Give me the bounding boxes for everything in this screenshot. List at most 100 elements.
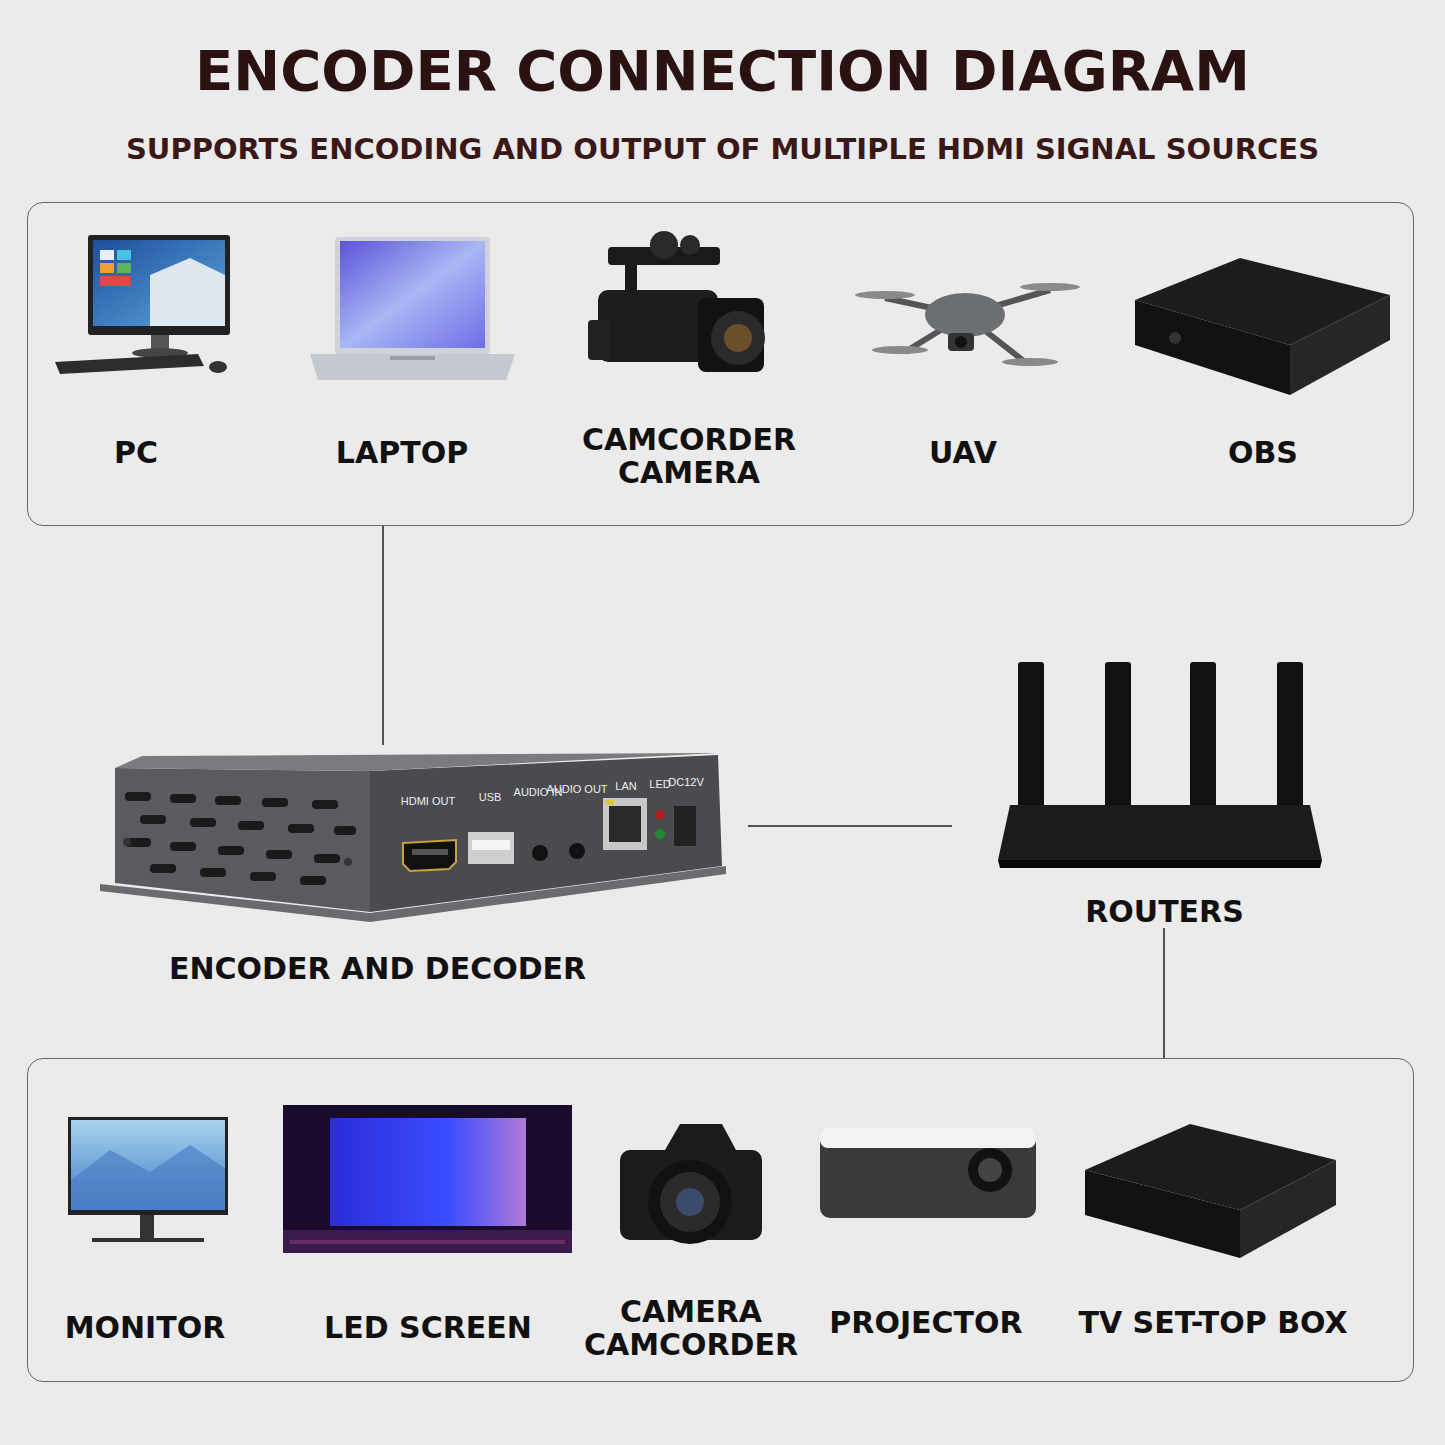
obs-box-illustration-part <box>1135 300 1290 395</box>
device-node: ROUTERS <box>952 650 1377 928</box>
encoder-illustration-part <box>603 798 647 850</box>
camera-illustration-part <box>660 1172 720 1232</box>
encoder-illustration-part-part <box>170 794 196 803</box>
device-node: TV SET-TOP BOX <box>1048 1101 1378 1339</box>
port-label: LED <box>649 778 670 790</box>
laptop-illustration-part <box>335 237 490 354</box>
router-illustration-part <box>998 805 1322 860</box>
port-label: DC12V <box>668 776 703 788</box>
encoder-illustration-part <box>412 849 448 855</box>
pc-illustration-part <box>117 263 131 273</box>
encoder-illustration-part-part <box>218 846 244 855</box>
pc-illustration <box>55 235 230 374</box>
pc-illustration-part <box>93 240 225 326</box>
monitor-illustration-part <box>71 1145 225 1210</box>
device-node: PC <box>36 226 236 469</box>
encoder-illustration-part <box>569 843 585 859</box>
device-label: MONITOR <box>65 1312 226 1344</box>
obs-box-illustration-part <box>1169 332 1181 344</box>
encoder-illustration-part-part <box>288 824 314 833</box>
encoder-illustration-part <box>468 832 514 864</box>
encoder-illustration-part <box>403 840 456 871</box>
camcorder-illustration-part <box>680 235 700 255</box>
drone-illustration-part <box>955 336 967 348</box>
projector-illustration-part <box>968 1148 1012 1192</box>
encoder-illustration-part-part <box>314 854 340 863</box>
encoder-illustration <box>100 753 726 922</box>
router-illustration <box>998 662 1322 868</box>
encoder-illustration-part-part <box>262 798 288 807</box>
pc-illustration-part <box>55 354 204 374</box>
pc-illustration-part <box>117 250 131 260</box>
encoder-illustration-part-part <box>238 821 264 830</box>
encoder-illustration-part <box>123 838 131 846</box>
drone-illustration-part <box>1002 358 1058 366</box>
port-label: AUDIO OUT <box>546 783 607 795</box>
device-node: CAMERA CAMCORDER <box>561 1101 821 1361</box>
encoder-illustration-part-part <box>334 826 356 835</box>
camera-illustration-part <box>648 1160 732 1244</box>
device-label: PROJECTOR <box>829 1307 1022 1339</box>
camcorder-illustration-part <box>588 320 610 360</box>
encoder-illustration-part <box>115 768 370 912</box>
set-top-box-illustration-part <box>1085 1170 1240 1258</box>
device-group-panel: PC LAPTOP CAMCORDER CAMERA UAV OBS <box>27 202 1414 526</box>
pc-illustration-part <box>100 263 114 273</box>
diagram-title: ENCODER CONNECTION DIAGRAM <box>0 38 1445 103</box>
device-label: ROUTERS <box>1085 896 1244 928</box>
encoder-illustration-part-part <box>170 842 196 851</box>
encoder-illustration-part <box>674 806 696 846</box>
encoder-illustration-part-part <box>250 872 276 881</box>
monitor-illustration <box>68 1117 228 1242</box>
connector-line <box>748 825 952 827</box>
device-label: UAV <box>929 437 997 469</box>
pc-illustration-part <box>88 235 230 335</box>
set-top-box-illustration <box>1085 1124 1336 1258</box>
laptop-illustration <box>310 237 515 380</box>
port-label: HDMI OUT <box>401 795 455 807</box>
set-top-box-illustration-part <box>1240 1160 1336 1258</box>
camcorder-illustration <box>588 231 765 372</box>
led-screen-illustration-part <box>283 1105 572 1253</box>
camcorder-illustration-part <box>625 265 637 293</box>
projector-illustration-part <box>820 1128 1036 1218</box>
encoder-illustration-part-part <box>312 800 338 809</box>
camcorder-illustration-part <box>698 298 764 372</box>
projector-illustration <box>820 1128 1036 1218</box>
connector-line <box>382 526 384 745</box>
router-illustration-part <box>1105 662 1131 812</box>
pc-illustration-part <box>209 361 227 373</box>
camera-illustration-part <box>676 1188 704 1216</box>
laptop-illustration-part <box>390 356 435 360</box>
encoder-illustration-part <box>606 800 614 805</box>
obs-box-illustration-part <box>1290 295 1390 395</box>
encoder-illustration-part-part <box>125 792 151 801</box>
drone-illustration-part <box>948 333 974 351</box>
device-node: UAV <box>863 226 1063 469</box>
pc-illustration-part <box>100 276 131 286</box>
device-node: OBS <box>1143 226 1383 469</box>
device-label: PC <box>114 437 158 469</box>
encoder-illustration-part <box>609 806 641 842</box>
device-node: PROJECTOR <box>816 1101 1036 1339</box>
encoder-illustration-part <box>472 840 510 850</box>
monitor-illustration-part <box>92 1238 204 1242</box>
led-screen-illustration-part <box>290 1240 565 1244</box>
encoder-illustration-part <box>115 753 718 771</box>
monitor-illustration-part <box>68 1117 228 1215</box>
router-illustration-part <box>998 860 1322 868</box>
encoder-illustration-part <box>655 829 665 839</box>
device-node: LAPTOP <box>282 226 522 469</box>
encoder-illustration-part <box>532 845 548 861</box>
encoder-illustration-part <box>344 858 352 866</box>
drone-illustration-part <box>1020 283 1080 291</box>
led-screen-illustration <box>283 1105 572 1253</box>
camera-illustration <box>620 1124 762 1244</box>
device-label: CAMCORDER CAMERA <box>564 424 814 489</box>
encoder-illustration-part-part <box>190 818 216 827</box>
projector-illustration-part <box>820 1128 1036 1148</box>
device-node: LED SCREEN <box>278 1101 578 1344</box>
